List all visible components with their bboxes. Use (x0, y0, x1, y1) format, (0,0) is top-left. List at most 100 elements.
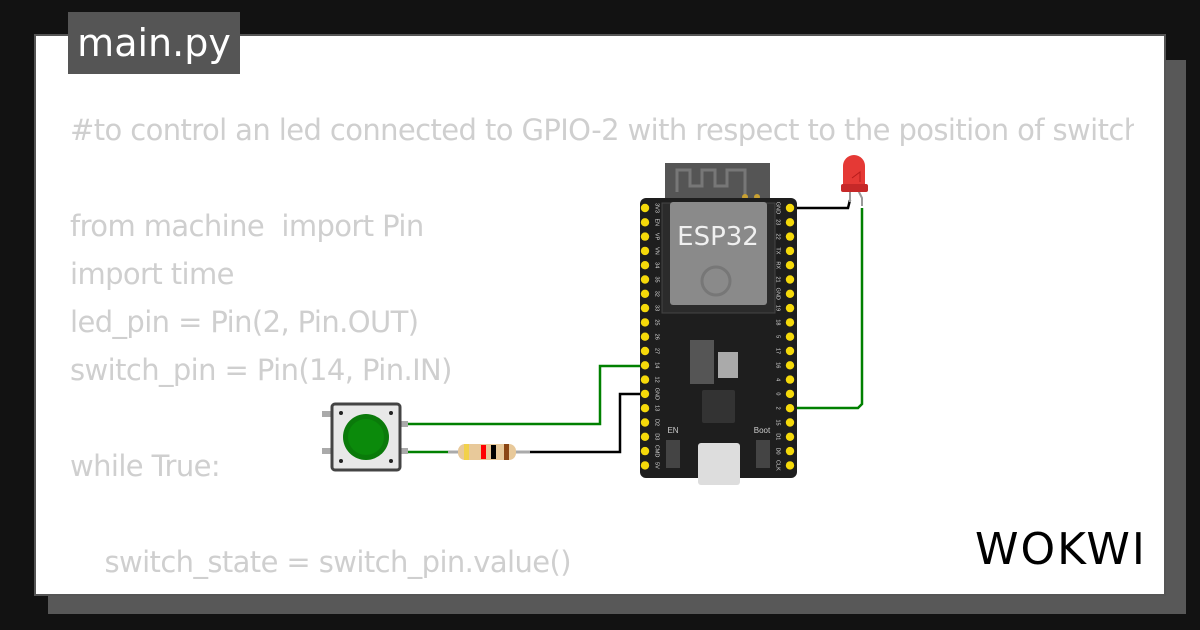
pin-label: 2 (775, 407, 781, 410)
pin-label: TX (775, 247, 781, 254)
pin-label: 14 (654, 362, 660, 368)
pin-label: GND (654, 388, 660, 400)
pin-label: 5 (775, 335, 781, 338)
preview-card: #to control an led connected to GPIO-2 w… (34, 34, 1166, 596)
espressif-logo-icon (700, 265, 732, 297)
pin-right-clk[interactable] (785, 461, 795, 470)
pin-right-2[interactable] (785, 404, 795, 413)
pin-left-12[interactable] (640, 375, 650, 384)
pin-label: 34 (654, 262, 660, 268)
pin-label: GND (775, 202, 781, 214)
pin-label: 12 (654, 377, 660, 383)
pin-label: 35 (654, 276, 660, 282)
wire-button-to-gpio14 (402, 364, 645, 426)
pin-label: 33 (654, 305, 660, 311)
led-red[interactable] (841, 155, 868, 206)
code-line: switch_pin = Pin(14, Pin.IN) (70, 353, 452, 387)
pin-right-4[interactable] (785, 375, 795, 384)
filename-tab: main.py (68, 12, 240, 74)
code-line: #to control an led connected to GPIO-2 w… (70, 113, 1134, 147)
pin-label: 18 (775, 319, 781, 325)
pin-left-cmd[interactable] (640, 446, 650, 456)
boot-button[interactable] (756, 440, 770, 468)
code-view: #to control an led connected to GPIO-2 w… (70, 106, 1134, 594)
resistor[interactable] (448, 444, 530, 460)
pin-label: 5V (654, 462, 660, 469)
pin-right-gnd[interactable] (785, 289, 795, 298)
code-line: led_pin = Pin(2, Pin.OUT) (70, 305, 419, 339)
pin-right-0[interactable] (785, 389, 795, 399)
pin-right-19[interactable] (785, 303, 795, 313)
pin-right-d0[interactable] (785, 446, 795, 456)
pin-left-d3[interactable] (640, 432, 650, 441)
code-line: while True: (70, 449, 221, 483)
pin-label: D3 (654, 433, 660, 440)
pin-label: 3V3 (654, 203, 660, 213)
pin-left-34[interactable] (640, 261, 650, 270)
pin-left-gnd[interactable] (640, 389, 650, 399)
pin-label: VP (654, 233, 660, 241)
pin-label: RX (775, 261, 781, 269)
en-label: EN (667, 426, 678, 435)
pin-label: 16 (775, 362, 781, 368)
pin-label: 21 (775, 276, 781, 282)
wire-led-anode-to-gpio2 (790, 208, 864, 410)
pin-right-23[interactable] (785, 218, 795, 227)
pin-label: CMD (654, 445, 660, 458)
pin-label: 23 (775, 219, 781, 225)
pin-left-35[interactable] (640, 275, 650, 284)
pin-label: 15 (775, 419, 781, 425)
pin-left-14[interactable] (640, 361, 650, 370)
pin-right-5[interactable] (785, 332, 795, 341)
pin-left-5v[interactable] (640, 461, 650, 470)
pin-right-22[interactable] (785, 232, 795, 241)
code-line: from machine import Pin (70, 209, 424, 243)
pin-right-16[interactable] (785, 361, 795, 370)
pin-right-d1[interactable] (785, 432, 795, 441)
pin-left-26[interactable] (640, 332, 650, 341)
pin-label: D2 (654, 419, 660, 426)
pin-label: D1 (775, 433, 781, 440)
pin-label: CLK (775, 460, 781, 471)
pin-left-25[interactable] (640, 318, 650, 327)
wokwi-logo: WOKWI (975, 524, 1147, 575)
pin-label: 32 (654, 291, 660, 297)
pin-left-32[interactable] (640, 289, 650, 298)
pin-label: GND (775, 288, 781, 300)
usb-port (698, 443, 740, 485)
pin-label: 19 (775, 305, 781, 311)
pin-left-vn[interactable] (640, 246, 650, 256)
pin-left-en[interactable] (640, 218, 650, 227)
pin-label: 25 (654, 319, 660, 325)
esp32-board[interactable]: ESP32 EN Boot 3V3ENVPVN34353233252627141… (640, 163, 797, 485)
pin-left-13[interactable] (640, 404, 650, 413)
pin-right-21[interactable] (785, 275, 795, 284)
pin-left-27[interactable] (640, 346, 650, 356)
pin-left-d2[interactable] (640, 418, 650, 427)
pin-right-17[interactable] (785, 346, 795, 356)
pin-right-tx[interactable] (785, 246, 795, 256)
pin-label: 17 (775, 348, 781, 354)
pin-label: 4 (775, 378, 781, 381)
pin-label: EN (654, 218, 660, 226)
pin-label: D0 (775, 448, 781, 455)
pin-right-rx[interactable] (785, 261, 795, 270)
pin-label: VN (654, 247, 660, 255)
code-line: import time (70, 257, 234, 291)
pin-left-3v3[interactable] (640, 203, 650, 213)
pushbutton[interactable] (322, 402, 408, 472)
pin-right-gnd[interactable] (785, 203, 795, 213)
wire-led-cathode-to-gnd (790, 199, 852, 210)
pin-right-18[interactable] (785, 318, 795, 327)
wire-resistor-to-gnd (527, 392, 645, 454)
en-button[interactable] (666, 440, 680, 468)
usb-chip (702, 390, 735, 423)
boot-label: Boot (754, 426, 771, 435)
pin-label: 26 (654, 334, 660, 340)
pin-left-33[interactable] (640, 303, 650, 313)
pin-right-15[interactable] (785, 418, 795, 427)
pin-left-vp[interactable] (640, 232, 650, 241)
pin-label: 22 (775, 234, 781, 240)
pin-label: 0 (775, 392, 781, 395)
